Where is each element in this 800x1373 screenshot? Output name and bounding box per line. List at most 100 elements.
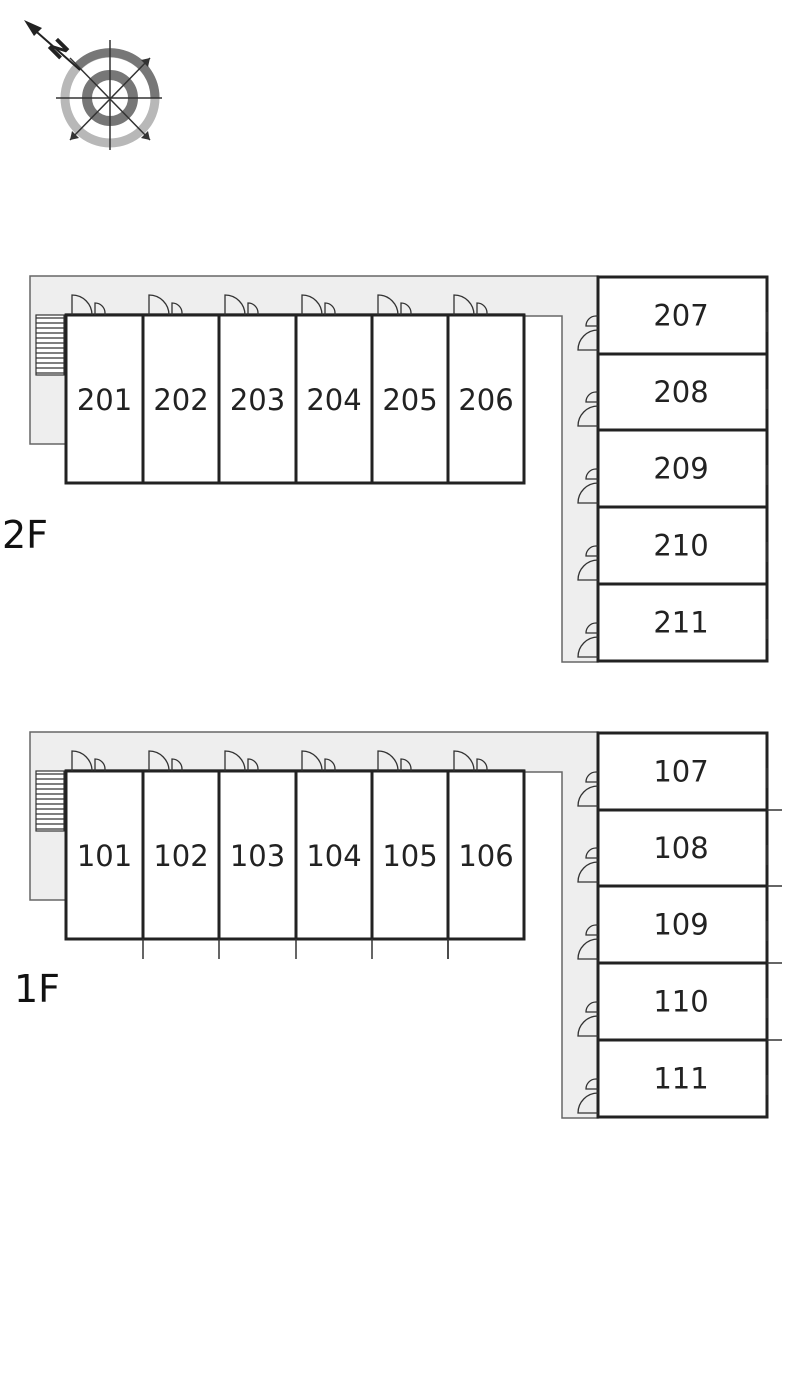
room-103: 103 (217, 750, 298, 941)
room-number: 209 (653, 452, 708, 486)
room-109: 109 (577, 884, 769, 965)
door-icon (577, 405, 599, 427)
room-number: 106 (458, 839, 513, 873)
door-icon (453, 750, 475, 772)
room-101: 101 (64, 750, 145, 941)
room-number: 204 (306, 383, 361, 417)
room-104: 104 (294, 750, 374, 941)
door-icon (247, 302, 259, 315)
room-number: 111 (653, 1062, 708, 1096)
room-number: 210 (653, 529, 708, 563)
door-icon (171, 302, 183, 315)
room-110: 110 (577, 961, 769, 1042)
door-icon (585, 468, 598, 480)
room-207: 207 (577, 275, 769, 356)
stairs-icon (35, 314, 65, 376)
room-outline (596, 961, 769, 1042)
room-204: 204 (294, 294, 374, 485)
room-205: 205 (370, 294, 450, 485)
door-icon (171, 758, 183, 771)
room-208: 208 (577, 352, 769, 432)
room-number: 211 (653, 606, 708, 640)
room-211: 211 (577, 582, 769, 663)
room-number: 206 (458, 383, 513, 417)
door-icon (94, 758, 106, 771)
door-icon (71, 750, 93, 772)
room-number: 107 (653, 755, 708, 789)
room-203: 203 (217, 294, 298, 485)
room-108: 108 (577, 808, 769, 888)
door-icon (400, 302, 412, 315)
door-icon (577, 1092, 599, 1114)
room-210: 210 (577, 505, 769, 586)
room-202: 202 (141, 294, 221, 485)
room-106: 106 (446, 750, 526, 941)
stairs-icon (35, 770, 65, 832)
room-number: 108 (653, 831, 708, 865)
door-icon (585, 924, 598, 936)
door-icon (224, 750, 246, 772)
door-icon (301, 294, 323, 316)
compass-rose-icon: N (24, 20, 162, 150)
room-number: 201 (77, 383, 132, 417)
door-icon (476, 302, 488, 315)
room-outline (370, 313, 450, 485)
room-number: 207 (653, 299, 708, 333)
room-outline (370, 769, 450, 941)
room-number: 202 (153, 383, 208, 417)
door-icon (453, 294, 475, 316)
door-icon (585, 391, 598, 403)
door-icon (585, 622, 598, 634)
door-icon (224, 294, 246, 316)
room-outline (217, 313, 298, 485)
room-201: 201 (64, 294, 145, 485)
door-icon (577, 482, 599, 504)
room-111: 111 (577, 1038, 769, 1119)
door-icon (71, 294, 93, 316)
door-icon (577, 329, 599, 351)
room-outline (294, 769, 374, 941)
door-icon (577, 559, 599, 581)
door-icon (585, 1001, 598, 1013)
door-icon (94, 302, 106, 315)
room-number: 203 (230, 383, 285, 417)
floor-label: 1F (14, 967, 60, 1011)
room-number: 102 (153, 839, 208, 873)
door-icon (301, 750, 323, 772)
room-number: 105 (382, 839, 437, 873)
door-icon (577, 636, 599, 658)
room-number: 103 (230, 839, 285, 873)
door-icon (585, 847, 598, 859)
room-number: 205 (382, 383, 437, 417)
door-icon (377, 750, 399, 772)
door-icon (585, 1078, 598, 1090)
room-102: 102 (141, 750, 221, 941)
door-icon (577, 938, 599, 960)
door-icon (247, 758, 259, 771)
floor-2f: 201 202 203 204 205 206 207 208 209 210 211 2F (2, 275, 769, 663)
room-number: 109 (653, 908, 708, 942)
door-icon (324, 758, 336, 771)
room-206: 206 (446, 294, 526, 485)
room-outline (294, 313, 374, 485)
room-209: 209 (577, 428, 769, 509)
room-number: 101 (77, 839, 132, 873)
door-icon (400, 758, 412, 771)
door-icon (324, 302, 336, 315)
door-icon (577, 1015, 599, 1037)
door-icon (148, 294, 170, 316)
door-icon (585, 771, 598, 783)
door-icon (585, 315, 598, 327)
door-icon (148, 750, 170, 772)
room-number: 208 (653, 375, 708, 409)
room-107: 107 (577, 731, 769, 812)
room-outline (446, 769, 526, 941)
door-icon (577, 785, 599, 807)
floor-label: 2F (2, 513, 48, 557)
room-outline (596, 428, 769, 509)
room-outline (596, 808, 769, 888)
door-icon (476, 758, 488, 771)
room-outline (596, 582, 769, 663)
